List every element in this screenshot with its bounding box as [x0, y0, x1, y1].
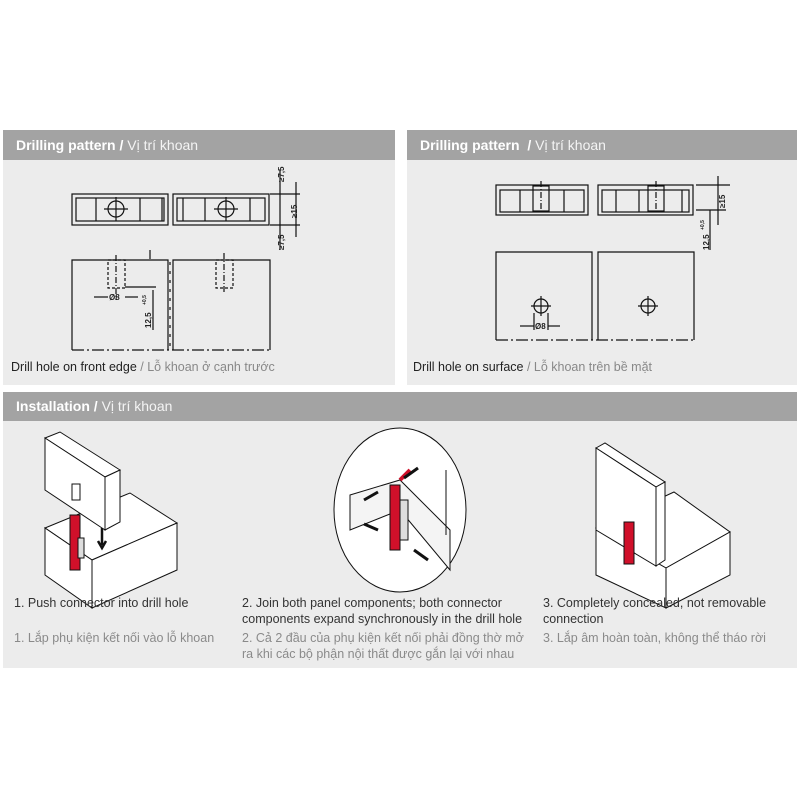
installation-illustrations: [43, 427, 731, 609]
caption-sep: /: [136, 360, 148, 374]
title-en: Installation: [16, 398, 90, 414]
step-2-en: 2. Join both panel components; both conn…: [242, 596, 523, 626]
step-2-vi: 2. Cả 2 đầu của phụ kiện kết nối phải đồ…: [242, 631, 524, 661]
dim-top: ≥7,5: [277, 166, 286, 182]
caption-sep: /: [523, 360, 534, 374]
step3-illustration: [594, 442, 731, 609]
caption: Drill hole on front edge / Lỗ khoan ở cạ…: [11, 360, 275, 374]
caption-en: Drill hole on surface: [413, 360, 524, 374]
title-sep: /: [115, 137, 128, 153]
dim-thickness: ≥15: [718, 194, 727, 208]
title-sep: /: [89, 398, 102, 414]
caption-vi: Lỗ khoan trên bề mặt: [533, 360, 653, 374]
step-3-vi: 3. Lắp âm hoàn toàn, không thể tháo rời: [543, 631, 766, 645]
dim-diameter: Ø8: [109, 293, 120, 302]
step2-illustration: [333, 427, 467, 593]
caption-en: Drill hole on front edge: [11, 360, 137, 374]
panel-installation: Installation / Vị trí khoan: [3, 392, 797, 668]
title-en: Drilling pattern: [16, 137, 116, 153]
dim-middle: ≥15: [290, 204, 299, 218]
dim-depth: 12,5: [144, 312, 153, 328]
title-en: Drilling pattern: [420, 137, 520, 153]
caption: Drill hole on surface / Lỗ khoan trên bề…: [413, 360, 652, 374]
caption-vi: Lỗ khoan ở cạnh trước: [147, 360, 275, 374]
title-sep: /: [519, 137, 536, 153]
panel-drill-front-edge: Drilling pattern / Vị trí khoan ≥7,5 ≥15…: [3, 130, 395, 385]
dim-diameter: Ø8: [535, 322, 546, 331]
step-1-en: 1. Push connector into drill hole: [14, 596, 189, 610]
surface-drawing: ≥15 Ø8 12,5 +0,5: [495, 176, 730, 341]
panel-header: Installation / Vị trí khoan: [3, 392, 797, 421]
panel-drill-surface: Drilling pattern / Vị trí khoan ≥15 Ø8 1…: [407, 130, 797, 385]
dim-depth: 12,5: [702, 234, 711, 250]
panel-header: Drilling pattern / Vị trí khoan: [407, 130, 797, 160]
title-vi: Vị trí khoan: [127, 137, 199, 153]
title-vi: Vị trí khoan: [535, 137, 606, 153]
dim-bottom: ≥7,5: [277, 234, 286, 250]
step1-illustration: [43, 431, 179, 609]
dim-tolerance: +0,5: [142, 295, 148, 305]
step-1-vi: 1. Lắp phụ kiện kết nối vào lỗ khoan: [14, 631, 215, 645]
front-edge-drawing: ≥7,5 ≥15 ≥7,5 Ø8 12,5 +0,5: [71, 166, 300, 351]
step-3-en: 3. Completely concealed, not removable c…: [543, 596, 767, 626]
panel-header: Drilling pattern / Vị trí khoan: [3, 130, 395, 160]
title-vi: Vị trí khoan: [101, 398, 173, 414]
dim-tolerance: +0,5: [700, 220, 706, 230]
